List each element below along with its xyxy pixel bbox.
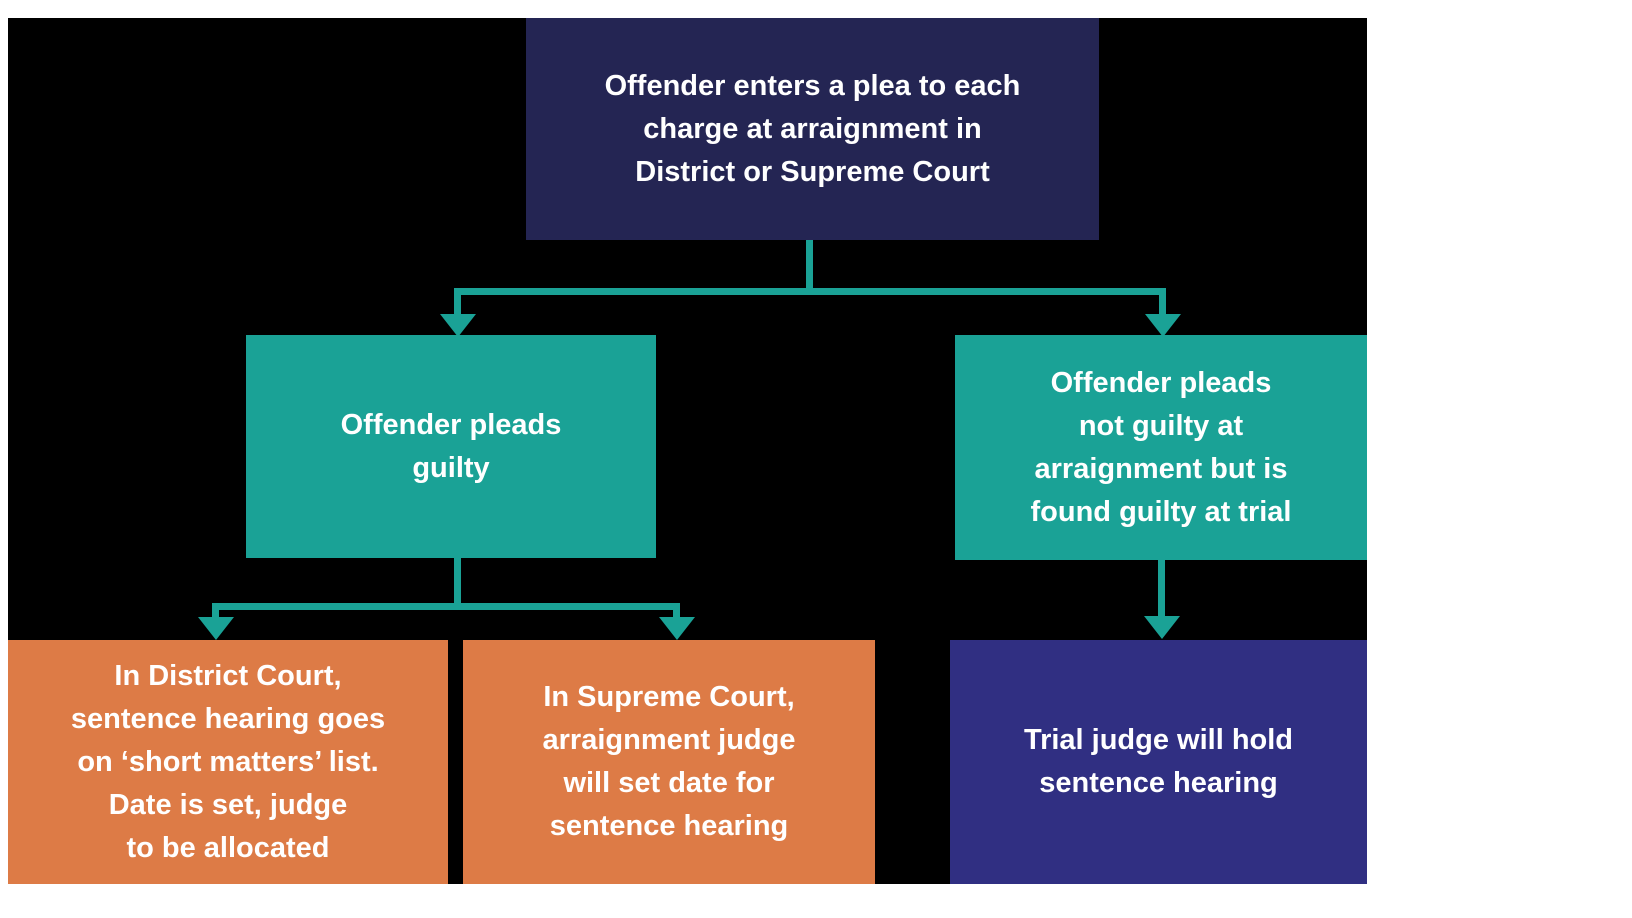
node-supreme-court-outcome-text: In Supreme Court, arraignment judge will…	[542, 681, 796, 842]
arrowhead-to-district-court	[198, 617, 234, 640]
arrowhead-to-pleads-not-guilty	[1145, 314, 1181, 337]
node-plea-arraignment: Offender enters a plea to each charge at…	[526, 18, 1099, 240]
node-pleads-guilty-text: Offender pleads guilty	[340, 408, 562, 484]
node-trial-judge-outcome-text: Trial judge will hold sentence hearing	[1023, 724, 1294, 799]
node-district-court-outcome: In District Court, sentence hearing goes…	[8, 640, 448, 884]
arrowhead-to-pleads-guilty	[440, 314, 476, 337]
connector-right-branch-drop	[1159, 288, 1166, 315]
arrowhead-to-supreme-court	[659, 617, 695, 640]
connector-guilty-stem	[454, 558, 461, 610]
connector-sub-branch-horizontal	[212, 603, 680, 610]
node-trial-judge-outcome: Trial judge will hold sentence hearing	[950, 640, 1367, 884]
connector-not-guilty-stem	[1158, 560, 1165, 617]
arrowhead-to-trial-judge	[1144, 616, 1180, 639]
node-pleads-not-guilty-found-guilty-text: Offender pleads not guilty at arraignmen…	[1030, 366, 1292, 528]
connector-district-drop	[212, 603, 219, 618]
connector-root-stem	[806, 240, 813, 292]
connector-supreme-drop	[673, 603, 680, 618]
node-supreme-court-outcome: In Supreme Court, arraignment judge will…	[463, 640, 875, 884]
node-pleads-guilty: Offender pleads guilty	[246, 335, 656, 558]
node-plea-arraignment-text: Offender enters a plea to each charge at…	[604, 69, 1021, 188]
connector-branch-horizontal	[454, 288, 1166, 295]
connector-left-branch-drop	[454, 288, 461, 315]
node-pleads-not-guilty-found-guilty: Offender pleads not guilty at arraignmen…	[955, 335, 1367, 560]
node-district-court-outcome-text: In District Court, sentence hearing goes…	[70, 659, 386, 864]
